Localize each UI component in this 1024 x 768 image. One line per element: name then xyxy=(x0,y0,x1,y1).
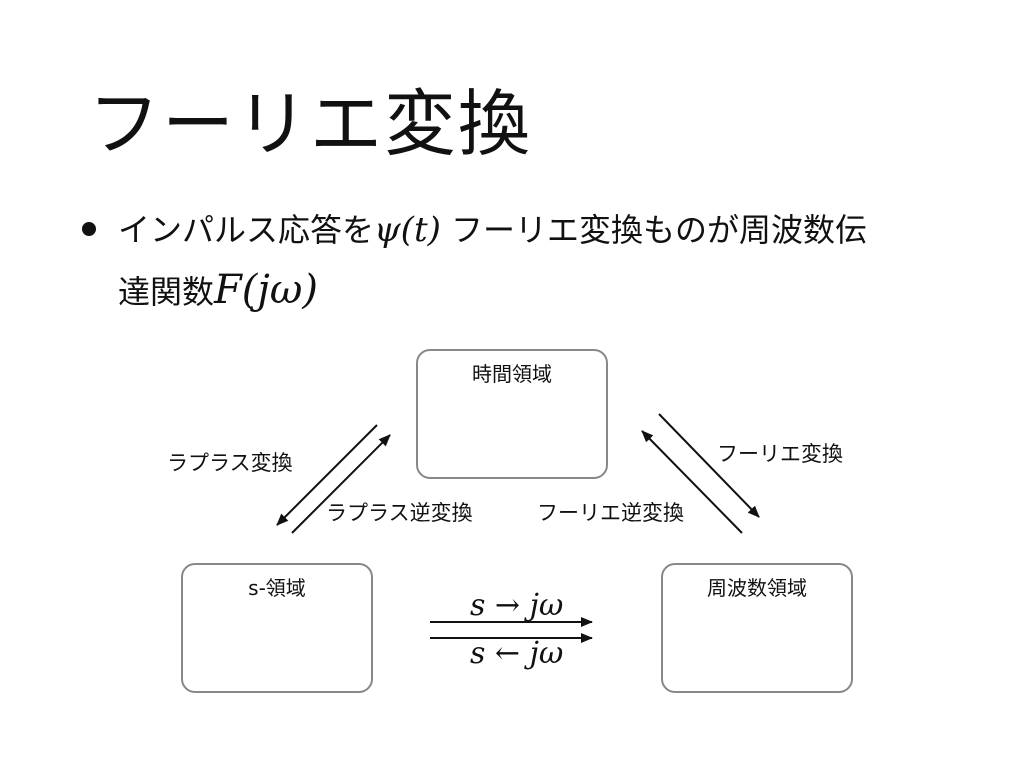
s-domain-label: s-領域 xyxy=(248,576,306,600)
bullet-point xyxy=(82,222,96,236)
bullet-line-1: インパルス応答をψ(t) フーリエ変換ものが周波数伝 xyxy=(118,208,867,252)
bullet-text-1-suffix: フーリエ変換ものが周波数伝 xyxy=(440,211,868,249)
bullet-text-2: 達関数 xyxy=(118,273,215,311)
frequency-domain-label: 周波数領域 xyxy=(707,576,807,600)
bullet-line-2: 達関数F(jω) xyxy=(118,268,318,314)
s-domain-box: s-領域 xyxy=(181,563,373,693)
laplace-transform-label: ラプラス変換 xyxy=(167,451,293,475)
frequency-domain-box: 周波数領域 xyxy=(661,563,853,693)
impulse-response-math: ψ(t) xyxy=(374,210,441,250)
transfer-function-math: F(jω) xyxy=(214,267,318,313)
inverse-laplace-transform-label: ラプラス逆変換 xyxy=(326,501,473,525)
time-domain-label: 時間領域 xyxy=(472,362,552,386)
time-domain-box: 時間領域 xyxy=(416,349,608,479)
slide-title: フーリエ変換 xyxy=(88,82,533,166)
s-to-jw-substitution: s → jω xyxy=(470,588,564,623)
inverse-fourier-transform-label: フーリエ逆変換 xyxy=(537,501,684,525)
fourier-transform-label: フーリエ変換 xyxy=(717,442,843,466)
bullet-text-1: インパルス応答を xyxy=(118,211,375,249)
jw-to-s-substitution: s ← jω xyxy=(470,636,564,671)
